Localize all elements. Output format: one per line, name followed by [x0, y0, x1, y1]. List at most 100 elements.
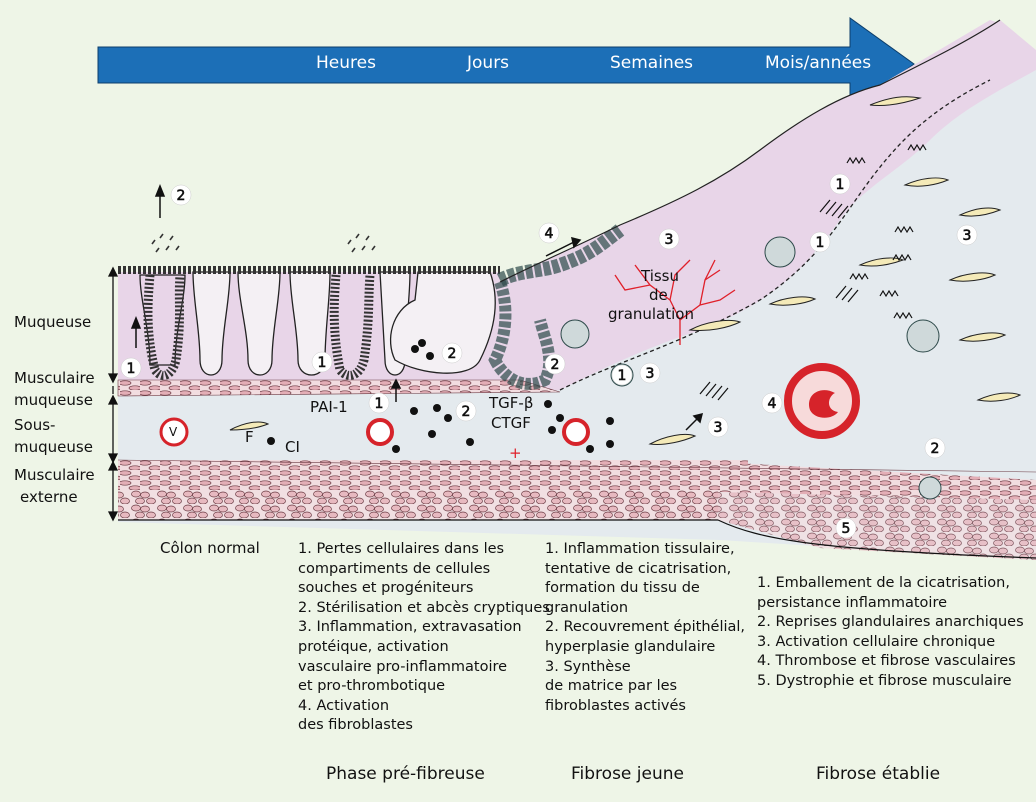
layer-musculaire-muqueuse-2: muqueuse — [14, 391, 93, 409]
layer-brackets — [107, 266, 119, 522]
layer-musculaire-externe-1: Musculaire — [14, 466, 95, 484]
column-fibrose-etablie: 1. Emballement de la cicatrisation, pers… — [757, 574, 1036, 692]
phase-fibrose-etablie: Fibrose établie — [816, 764, 941, 784]
phase-pre-fibreuse: Phase pré-fibreuse — [326, 764, 485, 784]
marker-number: 3 — [665, 232, 674, 248]
arrows — [130, 183, 704, 431]
etablie-line: 5. Dystrophie et fibrose musculaire — [757, 672, 1012, 689]
ctgf-label: CTGF — [491, 414, 531, 432]
jeune-line: de matrice par les — [545, 678, 678, 695]
marker-number: 1 — [318, 355, 327, 371]
marker-circle — [441, 342, 463, 364]
marker-number: 2 — [551, 357, 560, 373]
marker-number: 2 — [448, 346, 457, 362]
jeune-line: granulation — [545, 599, 629, 616]
marker-circle — [170, 184, 192, 206]
marker-circle — [829, 173, 851, 195]
pre-fibreuse-line: 3. Inflammation, extravasation — [298, 619, 522, 636]
epithelium-regenerating — [488, 224, 625, 390]
column-fibrose-jeune: 1. Inflammation tissulaire, tentative de… — [545, 540, 745, 716]
layer-musculaire-externe-2: externe — [20, 488, 78, 506]
marker-circle — [368, 392, 390, 414]
fibroblasts — [229, 96, 1022, 445]
mucosa-outline — [499, 19, 1001, 283]
marker-circle — [544, 353, 566, 375]
layer-sous-muqueuse-2: muqueuse — [14, 438, 93, 456]
marker-number: 4 — [768, 396, 777, 412]
marker-number: 2 — [177, 188, 186, 204]
marker-number: 2 — [931, 441, 940, 457]
pre-fibreuse-line: vasculaire pro-inflammatoire — [298, 658, 508, 675]
column-pre-fibreuse: 1. Pertes cellulaires dans les compartim… — [298, 540, 550, 736]
ci-label: CI — [285, 438, 300, 456]
layer-musculaire-muqueuse-1: Musculaire — [14, 369, 95, 387]
marker-circle — [120, 357, 142, 379]
marker-circle — [707, 416, 729, 438]
plus-label: + — [509, 444, 522, 462]
marker-circle — [611, 364, 633, 386]
vessel-v-label: V — [169, 425, 178, 439]
marker-circle — [956, 224, 978, 246]
marker-circle — [639, 362, 661, 384]
marker-number: 3 — [963, 228, 972, 244]
marker-number: 1 — [836, 177, 845, 193]
marker-circle — [658, 228, 680, 250]
marker-number: 3 — [714, 420, 723, 436]
marker-number: 2 — [462, 404, 471, 420]
jeune-line: 2. Recouvrement épithélial, — [545, 619, 746, 636]
muscularis-mucosae — [117, 379, 561, 397]
column-normal-title: Côlon normal — [160, 539, 260, 557]
marker-circle — [924, 437, 946, 459]
secretions — [151, 233, 376, 253]
jeune-line: 1. Inflammation tissulaire, — [545, 541, 735, 557]
pre-fibreuse-line: 2. Stérilisation et abcès cryptiques — [298, 599, 550, 616]
granulation-vessels — [614, 259, 736, 345]
marker-circle — [311, 351, 333, 373]
timeline-label-jours: Jours — [467, 53, 510, 73]
tissu-label-2: de — [649, 286, 668, 304]
crypts-normal — [139, 271, 496, 380]
tgfb-label: TGF-β — [489, 394, 534, 412]
jeune-line: 3. Synthèse — [545, 658, 631, 675]
etablie-line: persistance inflammatoire — [757, 594, 948, 611]
marker-number: 1 — [375, 396, 384, 412]
pre-fibreuse-line: des fibroblastes — [298, 717, 413, 734]
marker-number: 3 — [646, 366, 655, 382]
marker-circle — [809, 231, 831, 253]
timeline-label-heures: Heures — [316, 53, 376, 73]
marker-number: 4 — [545, 226, 554, 242]
jeune-line: fibroblastes activés — [545, 697, 686, 714]
muscularis-externa — [117, 459, 1036, 560]
layer-sous-muqueuse-1: Sous- — [14, 416, 56, 434]
jeune-line: formation du tissu de — [545, 580, 700, 597]
pre-fibreuse-line: 1. Pertes cellulaires dans les — [298, 541, 505, 557]
fibroblast-f-label: F — [245, 428, 254, 446]
pre-fibreuse-line: 4. Activation — [298, 697, 390, 714]
marker-circle — [538, 222, 560, 244]
etablie-line: 4. Thrombose et fibrose vasculaires — [757, 653, 1016, 670]
vessels — [159, 363, 860, 447]
pre-fibreuse-line: protéique, activation — [298, 638, 449, 655]
marker-number: 1 — [127, 361, 136, 377]
marker-number: 1 — [816, 235, 825, 251]
timeline-label-semaines: Semaines — [610, 53, 694, 73]
cells — [267, 339, 614, 453]
jeune-line: tentative de cicatrisation, — [545, 560, 732, 577]
tissu-label-3: granulation — [608, 305, 694, 323]
timeline-label-mois: Mois/années — [765, 53, 872, 73]
pre-fibreuse-line: et pro-thrombotique — [298, 678, 446, 695]
etablie-line: 3. Activation cellulaire chronique — [757, 633, 996, 650]
marker-circle — [455, 400, 477, 422]
marker-circle — [761, 392, 783, 414]
tissu-label-1: Tissu — [641, 267, 680, 285]
phase-fibrose-jeune: Fibrose jeune — [571, 764, 684, 784]
pre-fibreuse-line: compartiments de cellules — [298, 560, 491, 577]
collagen-fibers — [699, 143, 927, 401]
etablie-line: 1. Emballement de la cicatrisation, — [757, 575, 1010, 591]
layer-muqueuse: Muqueuse — [14, 313, 92, 331]
pre-fibreuse-line: souches et progéniteurs — [298, 580, 474, 597]
jeune-line: hyperplasie glandulaire — [545, 638, 716, 655]
marker-circle — [835, 517, 857, 539]
